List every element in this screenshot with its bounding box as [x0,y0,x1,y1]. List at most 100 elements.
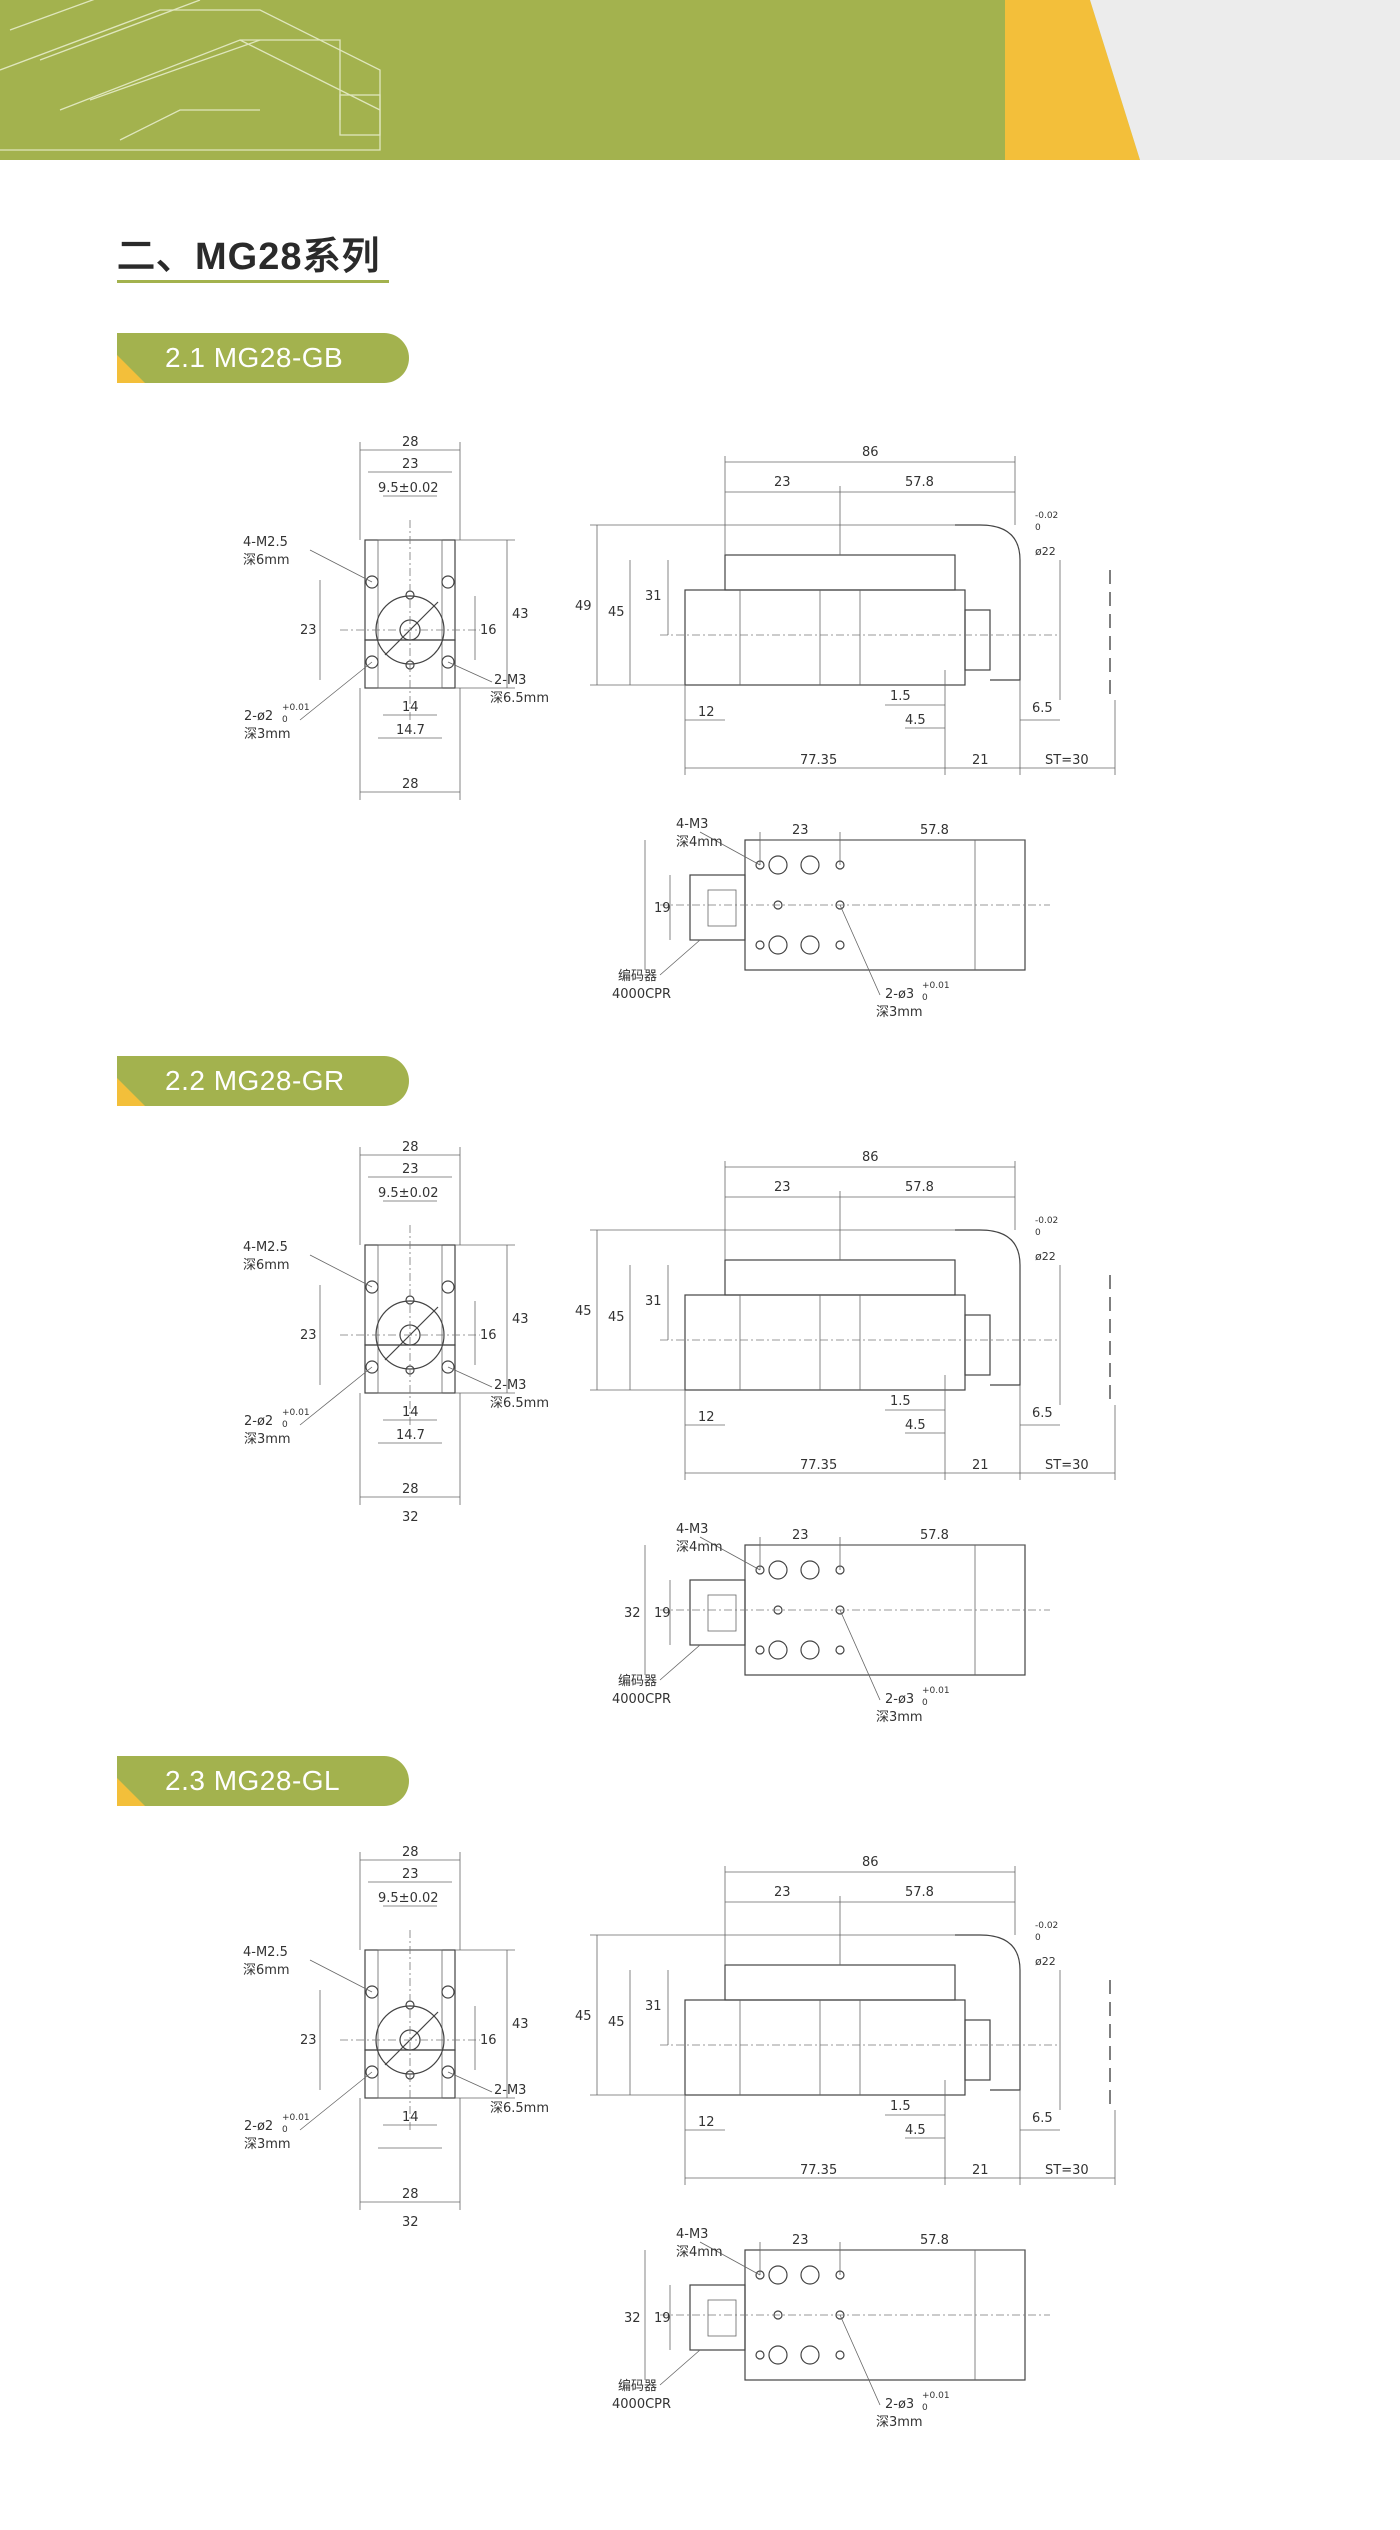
dim-h-rail: 31 [645,1999,662,2014]
dim-seg2: 57.8 [905,1180,934,1195]
header-banner [0,0,1400,160]
label-pin-tol: +0.01 [282,703,310,713]
dim-w-bottom-inner: 14.7 [396,1428,425,1443]
dim-h-rail: 31 [645,589,662,604]
label-top-pin-tol-low: 0 [922,1698,928,1708]
label-side-thread: 2-M3 [494,1378,526,1393]
dim-pin-spacing: 14 [402,700,419,715]
dim-body-len: 77.35 [800,2163,837,2178]
label-pin-depth: 深3mm [244,2137,291,2152]
dim-gap2: 4.5 [905,1418,926,1433]
label-side-thread: 2-M3 [494,2083,526,2098]
drawing-set-mg28-gr: 28 23 9.5±0.02 4-M2.5 深6mm 23 43 16 14 1… [243,1140,1116,1725]
dim-w-mid: 23 [402,1867,419,1882]
label-top-pin-tol: +0.01 [922,1686,950,1696]
dim-w-inner: 9.5±0.02 [378,1891,439,1906]
label-top-pin-depth: 深3mm [876,1710,923,1725]
dim-h-body: 45 [608,1310,625,1325]
dim-h-body: 45 [608,605,625,620]
side-end-block [955,1229,1021,1386]
dim-pin-spacing: 14 [402,2110,419,2125]
dim-h-right: 43 [512,1312,529,1327]
label-top-thread: 4-M3 [676,817,708,832]
dim-top-seg1: 23 [792,823,809,838]
label-pin-depth: 深3mm [244,727,291,742]
dim-stroke: ST=30 [1045,1458,1089,1473]
label-side-depth: 深6.5mm [490,2101,549,2116]
dim-gap3: 6.5 [1032,1406,1053,1421]
dim-seg1: 23 [774,1885,791,1900]
dim-shaft-tol-hi: 0 [1035,1228,1041,1238]
dim-pin-spacing: 14 [402,1405,419,1420]
dim-end-len: 21 [972,2163,989,2178]
label-mount-thread: 4-M2.5 [243,1945,288,1960]
dim-seg2: 57.8 [905,1885,934,1900]
dim-h-total: 45 [575,1304,592,1319]
dim-gap2: 4.5 [905,2123,926,2138]
dim-total-len: 86 [862,1150,879,1165]
dim-h-right: 43 [512,2017,529,2032]
label-encoder-cpr: 4000CPR [612,2397,671,2412]
dim-seg1: 23 [774,1180,791,1195]
label-top-pin-hole: 2-ø3 [885,1692,914,1707]
side-motor-body [684,1999,966,2096]
dim-top-seg2: 57.8 [920,823,949,838]
dim-w-bottom: 28 [402,2187,419,2202]
dim-w-inner: 9.5±0.02 [378,1186,439,1201]
dim-gap1: 1.5 [890,2099,911,2114]
side-end-block [955,524,1021,681]
dim-shaft-tol-lo: -0.02 [1035,1216,1058,1226]
label-side-depth: 深6.5mm [490,1396,549,1411]
dim-gap3: 6.5 [1032,2111,1053,2126]
label-pin-tol: +0.01 [282,1408,310,1418]
dim-top-seg1: 23 [792,2233,809,2248]
dim-total-len: 86 [862,1855,879,1870]
dim-w-outer: 28 [402,1845,419,1860]
dim-body-len: 77.35 [800,753,837,768]
dim-top-height: 19 [654,2311,671,2326]
label-encoder-cpr: 4000CPR [612,987,671,1002]
dim-h-left: 23 [300,1328,317,1343]
dim-h-right: 43 [512,607,529,622]
dim-shaft-tol-lo: -0.02 [1035,511,1058,521]
dim-w-outer: 28 [402,1140,419,1155]
label-top-thread: 4-M3 [676,1522,708,1537]
dim-gap1: 1.5 [890,1394,911,1409]
front-dimension-lines [299,442,515,800]
dim-h-inner: 16 [480,1328,497,1343]
page-title: 二、MG28系列 [117,236,381,278]
label-top-pin-tol-low: 0 [922,993,928,1003]
dim-stroke: ST=30 [1045,2163,1089,2178]
dim-seg2: 57.8 [905,475,934,490]
side-view: 86 23 57.8 45 45 31 ø22 0 -0.02 12 1.5 4… [575,1150,1116,1480]
dim-h-total: 45 [575,2009,592,2024]
side-view: 86 23 57.8 45 45 31 ø22 0 -0.02 12 1.5 4… [575,1855,1116,2185]
top-encoder-connector [707,2299,737,2337]
label-top-pin-depth: 深3mm [876,2415,923,2430]
top-encoder-connector [707,889,737,927]
dim-w-base: 32 [402,2215,419,2230]
front-key-line [384,601,439,656]
side-view: 86 23 57.8 49 45 31 ø22 0 -0.02 12 1.5 4… [575,445,1116,775]
front-mount-holes [365,1280,455,1375]
label-mount-depth: 深6mm [243,1258,290,1273]
label-top-pin-tol: +0.01 [922,981,950,991]
section-tab-mg28-gr: 2.2 MG28-GR [117,1056,409,1106]
top-view: 23 57.8 4-M3 深4mm 19 32 编码器 4000CPR 2-ø3… [612,2227,1050,2430]
dim-flange: 12 [698,2115,715,2130]
tab-notch [117,1078,145,1106]
top-dimension-lines [644,2241,1025,2406]
side-rail-top [724,1964,956,2001]
dim-shaft-tol-hi: 0 [1035,523,1041,533]
dim-top-height: 19 [654,1606,671,1621]
label-top-pin-hole: 2-ø3 [885,987,914,1002]
top-encoder-housing [689,874,746,941]
side-shaft [964,609,991,671]
dim-shaft-dia: ø22 [1035,1250,1056,1263]
label-pin-tol: +0.01 [282,2113,310,2123]
dim-shaft-tol-hi: 0 [1035,1933,1041,1943]
dim-shaft-dia: ø22 [1035,545,1056,558]
label-pin-tol-low: 0 [282,715,288,725]
section-tab-mg28-gl: 2.3 MG28-GL [117,1756,409,1806]
top-view: 23 57.8 4-M3 深4mm 19 32 编码器 4000CPR 2-ø3… [612,1522,1050,1725]
